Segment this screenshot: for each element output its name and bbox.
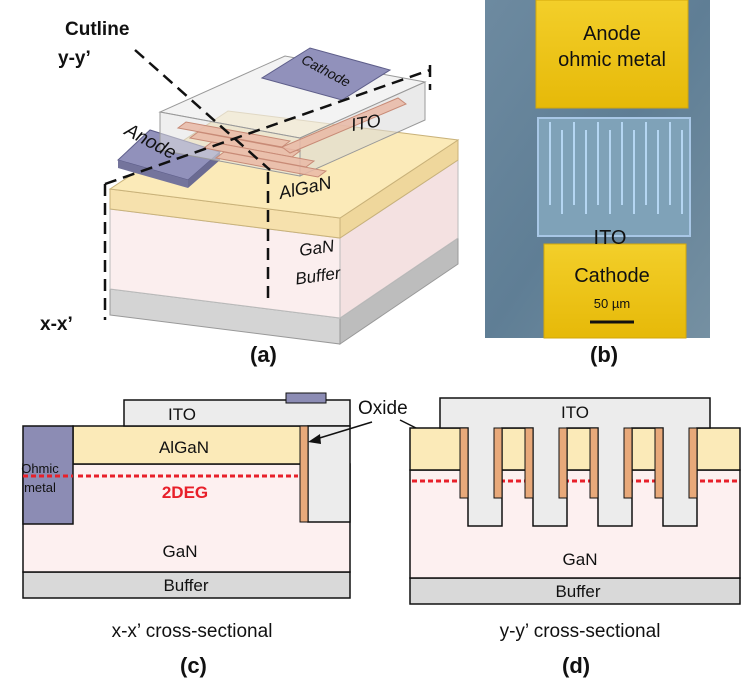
d-buffer-label: Buffer [555, 582, 600, 601]
anode-text-line2: ohmic metal [558, 49, 666, 71]
d-oxide-liners [459, 427, 698, 499]
c-ohmic-label-2: metal [24, 480, 56, 495]
finger-pattern [176, 97, 407, 178]
panel-a-3d-device: Cutline y-y’ x-x’ Cathode Anode ITO AlGa… [40, 19, 460, 367]
c-ito-top [123, 399, 351, 427]
ito-region [537, 117, 691, 237]
anode-metal-pad [535, 0, 689, 109]
oxide-arrow-left [312, 421, 373, 441]
ito-text: ITO [594, 227, 627, 249]
cathode-text: Cathode [574, 265, 650, 287]
anode-pad-side [188, 152, 220, 188]
c-cathode-metal [285, 392, 327, 404]
c-oxide-liner [299, 425, 309, 523]
c-2deg-label: 2DEG [162, 483, 208, 502]
panel-b-micrograph: Anode ohmic metal ITO Cathode 50 µm (b) [485, 0, 710, 367]
anode-pad-front [118, 160, 188, 188]
caption-a: (a) [250, 342, 277, 367]
scale-text: 50 µm [594, 296, 630, 311]
c-subtitle: x-x’ cross-sectional [112, 621, 273, 642]
c-buffer-label: Buffer [163, 576, 208, 595]
oxide-arrowhead-left [308, 434, 321, 444]
cutlines [103, 49, 432, 320]
panel-d-cross-section: ITO GaN Buffer y-y’ cross-sectional (d) [409, 397, 741, 678]
yy-label: y-y’ [58, 48, 91, 69]
anode-text-line1: Anode [583, 23, 641, 45]
d-ito-label: ITO [561, 403, 589, 422]
gan-label: GaN [298, 236, 336, 260]
oxide-label: Oxide [358, 398, 408, 419]
c-ohmic-label-1: Ohmic [21, 461, 59, 476]
caption-c: (c) [180, 653, 207, 678]
c-algan-layer [72, 425, 302, 465]
ito-fingers [549, 122, 683, 214]
c-algan-label: AlGaN [159, 438, 209, 457]
cutline-label: Cutline [65, 19, 129, 40]
c-ito-label: ITO [168, 405, 196, 424]
panel-c-cross-section: ITO AlGaN Ohmic metal 2DEG GaN Buffer x-… [21, 392, 351, 678]
d-subtitle: y-y’ cross-sectional [500, 621, 661, 642]
c-gan-label: GaN [163, 542, 198, 561]
caption-d: (d) [562, 653, 590, 678]
cathode-pad [260, 47, 392, 101]
d-gan-label: GaN [563, 550, 598, 569]
xx-label: x-x’ [40, 314, 73, 335]
cathode-metal-pad [543, 243, 687, 339]
d-buffer-layer [409, 577, 741, 605]
caption-b: (b) [590, 342, 618, 367]
